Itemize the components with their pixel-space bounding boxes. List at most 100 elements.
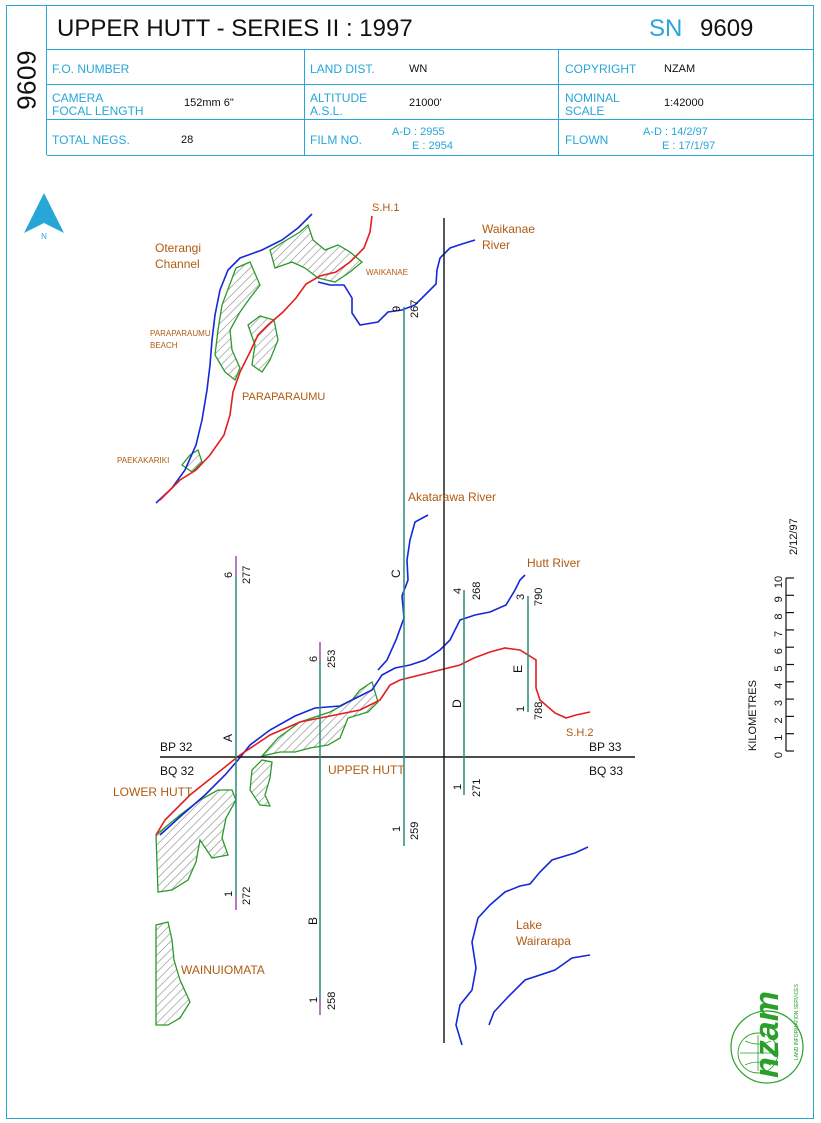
run-d-top-frame: 4 [452,588,464,594]
label-waikanae: WAIKANAE [366,268,408,277]
run-d-bottom-frame: 1 [452,784,464,790]
flown-label: FLOWN [565,133,609,147]
scale-tick-label: 7 [773,631,785,637]
run-b-top-neg: 253 [326,650,338,668]
sheet-frame [6,5,814,1119]
run-e-bottom-neg: 788 [533,702,545,720]
sn-label: SN [649,15,683,42]
copyright-value: NZAM [664,63,696,75]
run-c-bottom-frame: 1 [391,826,403,832]
scale-tick-label: 1 [773,735,785,741]
urban-area-paraparaumu [247,315,279,373]
logo-globe-icon [737,1032,779,1074]
grid-label-bp32: BP 32 [160,740,193,754]
grid-label-bp33: BP 33 [589,740,622,754]
coastline [155,213,313,504]
scale-label: SCALE [565,104,605,118]
flight-runs [235,307,529,1015]
urban-area-lower-hutt [155,789,237,893]
run-d-letter: D [450,699,464,708]
run-a-letter: A [221,734,235,742]
info-row-2 [47,85,814,120]
scale-tick-label: 8 [773,614,785,620]
run-c-bottom-neg: 259 [409,822,421,840]
flown-value-1: A-D : 14/2/97 [643,126,708,138]
label-hutt-river: Hutt River [527,556,580,570]
scale-tick-label: 0 [773,752,785,758]
urban-area-stokes-valley [249,759,273,807]
nominal-label: NOMINAL [565,91,620,105]
akatarawa-river [377,514,429,671]
run-a-top-neg: 277 [241,566,253,584]
run-d-bottom-neg: 271 [471,779,483,797]
urban-area-paraparaumu-beach [214,261,261,382]
label-paraparaumu: PARAPARAUMU [242,391,325,403]
label-lake: Lake [516,918,542,932]
logo-ring-text: LAND INFORMATION SERVICES [794,983,800,1060]
run-b-bottom-frame: 1 [308,997,320,1003]
film-no-value-1: A-D : 2955 [392,126,445,138]
fo-number-label: F.O. NUMBER [52,62,130,76]
sheet-grid-lines [160,218,635,1043]
label-waikanae-river-1: Waikanae [482,222,535,236]
label-sh1: S.H.1 [372,202,400,214]
grid-label-bq33: BQ 33 [589,764,623,778]
scale-tick-label: 5 [773,665,785,671]
scale-tick-label: 3 [773,700,785,706]
info-row-1 [47,50,814,85]
run-b-letter: B [306,917,320,925]
scale-tick-label: 9 [773,596,785,602]
scale-value: 1:42000 [664,97,704,109]
north-arrow-icon [24,193,64,233]
sheet-title: UPPER HUTT - SERIES II : 1997 [57,15,413,42]
run-c-top-frame: 9 [391,306,403,312]
scale-bar-label: KILOMETRES [747,680,759,751]
series-id-tab: 9609 [7,5,47,155]
film-no-label: FILM NO. [310,133,363,147]
run-e-top-frame: 3 [515,594,527,600]
asl-label: A.S.L. [310,104,343,118]
camera-value: 152mm 6" [184,97,234,109]
run-b-top-frame: 6 [308,656,320,662]
scale-tick-label: 10 [773,576,785,588]
label-oterangi: Oterangi [155,241,201,255]
run-a-top-frame: 6 [223,572,235,578]
urban-area-wainuiomata [155,921,191,1026]
logo-wordmark: nzam [748,991,786,1078]
info-divider-1 [304,50,305,156]
run-e-letter: E [511,665,525,673]
label-akatarawa-river: Akatarawa River [408,490,496,504]
sh2-road [155,647,591,836]
label-paekakariki: PAEKAKARIKI [117,456,169,465]
north-label: N [41,232,47,241]
land-dist-value: WN [409,63,428,75]
label-upper-hutt: UPPER HUTT [328,763,405,777]
focal-length-label: FOCAL LENGTH [52,104,144,118]
nzam-logo: nzam LAND INFORMATION SERVICES [730,983,804,1084]
hutt-river [159,574,526,836]
date-stamp: 2/12/97 [788,518,800,555]
flown-value-2: E : 17/1/97 [662,140,716,152]
info-grid: F.O. NUMBER LAND DIST. WN COPYRIGHT NZAM… [47,50,814,156]
run-d-top-neg: 268 [471,582,483,600]
logo-ring [730,1010,804,1084]
run-b-bottom-neg: 258 [326,992,338,1010]
copyright-label: COPYRIGHT [565,62,637,76]
info-divider-2 [558,50,559,156]
altitude-value: 21000' [409,97,442,109]
logo-globe-lines [740,1035,776,1071]
film-no-value-2: E : 2954 [412,140,453,152]
total-negs-value: 28 [181,134,194,146]
label-sh2: S.H.2 [566,727,594,739]
land-dist-label: LAND DIST. [310,62,375,76]
label-channel: Channel [155,257,200,271]
label-paraparaumu-beach-1: PARAPARAUMU [150,329,211,338]
title-row: UPPER HUTT - SERIES II : 1997 SN 9609 [47,5,814,50]
run-c-top-neg: 267 [409,300,421,318]
sh1-road [159,215,373,501]
run-e-bottom-frame: 1 [515,706,527,712]
label-waikanae-river-2: River [482,238,510,252]
